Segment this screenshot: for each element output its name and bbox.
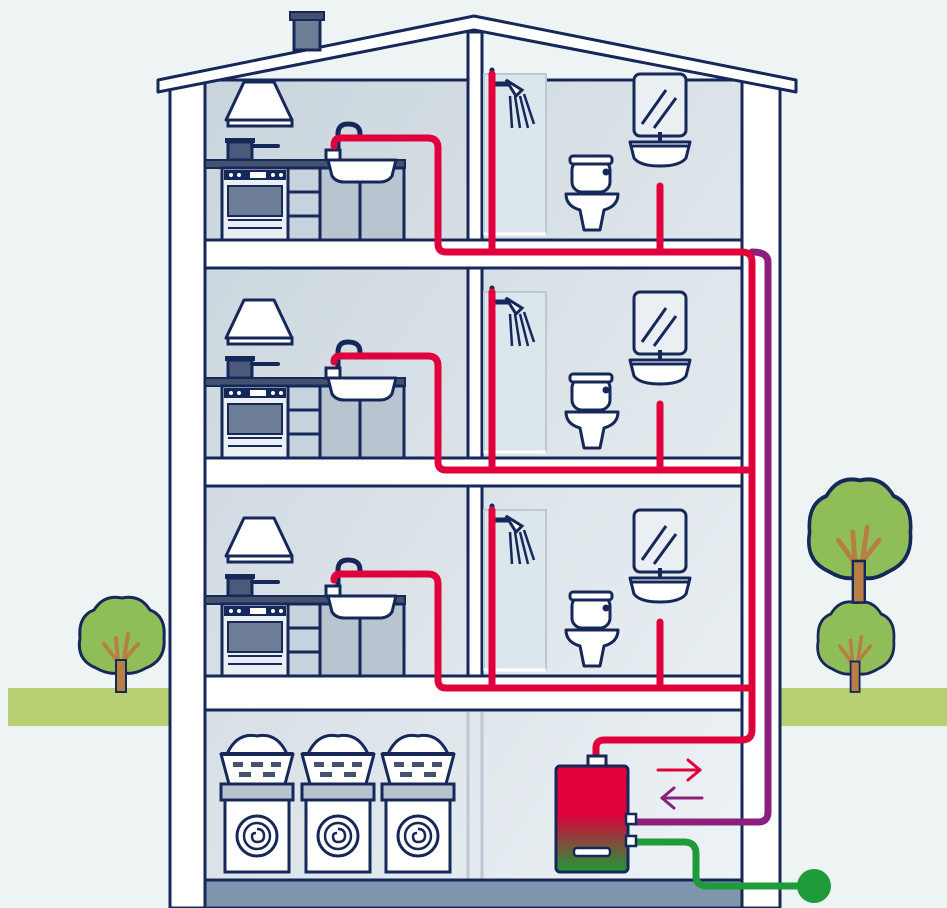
tree-left <box>79 597 164 692</box>
washing-machine-3 <box>382 735 454 872</box>
ground-left <box>8 688 172 726</box>
washing-machine-2 <box>302 735 374 872</box>
basement-floor <box>205 880 742 908</box>
water-heater <box>556 756 636 872</box>
water-supply-connection <box>797 869 831 903</box>
tree-right-large <box>809 479 911 602</box>
partition-wall <box>468 32 482 692</box>
tree-right-small <box>818 602 894 692</box>
washing-machine-1 <box>221 735 293 872</box>
ground-right <box>780 688 947 726</box>
